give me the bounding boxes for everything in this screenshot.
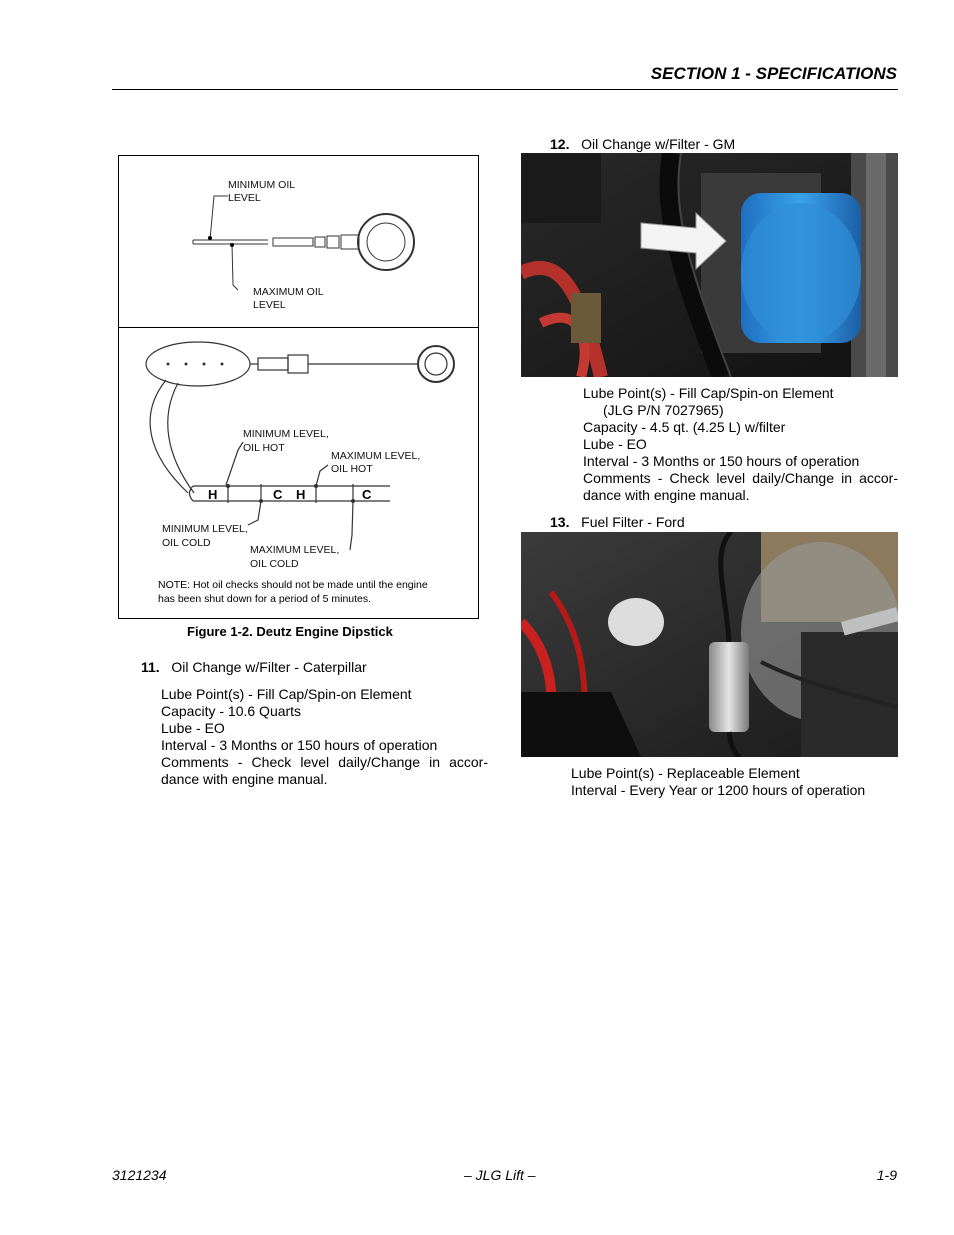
figure-divider bbox=[118, 327, 479, 328]
item-12-number: 12. bbox=[550, 136, 570, 152]
item-12-line: Lube Point(s) - Fill Cap/Spin-on Element bbox=[583, 385, 834, 401]
stick-letter-h1: H bbox=[208, 487, 217, 502]
figure-note: NOTE: Hot oil checks should not be made … bbox=[158, 579, 428, 605]
max-hot-leader bbox=[315, 464, 329, 487]
page-number: 1-9 bbox=[876, 1167, 897, 1183]
item-13-number: 13. bbox=[550, 514, 570, 530]
item-12-heading: 12. Oil Change w/Filter - GM bbox=[550, 136, 735, 153]
dipstick-ring-bottom bbox=[417, 345, 455, 383]
label-min-level-oil-cold: MINIMUM LEVEL, OIL COLD bbox=[162, 523, 248, 549]
item-12-line: (JLG P/N 7027965) bbox=[603, 402, 724, 418]
gm-oil-filter-photo bbox=[521, 153, 898, 377]
label-min-level-oil-hot: MINIMUM LEVEL, OIL HOT bbox=[243, 428, 329, 454]
min-hot-leader bbox=[225, 441, 244, 486]
min-cold-leader bbox=[247, 500, 262, 526]
item-11-line: Lube - EO bbox=[161, 720, 225, 736]
item-13-line: Lube Point(s) - Replaceable Element bbox=[571, 765, 800, 781]
item-11-heading: 11. Oil Change w/Filter - Caterpillar bbox=[141, 659, 367, 676]
item-13-details: Lube Point(s) - Replaceable Element Inte… bbox=[571, 765, 865, 799]
item-12-line: Lube - EO bbox=[583, 436, 647, 452]
item-11-line: Lube Point(s) - Fill Cap/Spin-on Element bbox=[161, 686, 412, 702]
item-13-line: Interval - Every Year or 1200 hours of o… bbox=[571, 782, 866, 798]
fuel-filter bbox=[709, 642, 749, 732]
item-11-line: Interval - 3 Months or 150 hours of oper… bbox=[161, 737, 438, 753]
stick-letter-c2: C bbox=[362, 487, 372, 502]
item-11-comments: Comments - Check level daily/Change in a… bbox=[161, 754, 488, 787]
magnifier-balloon bbox=[145, 341, 251, 387]
arrow-pointer bbox=[640, 211, 727, 271]
stick-letter-h2: H bbox=[296, 487, 305, 502]
dipstick-drawing: H C H C bbox=[145, 195, 455, 551]
balloon-leader bbox=[149, 379, 189, 494]
item-12-title: Oil Change w/Filter - GM bbox=[581, 136, 736, 152]
max-oil-leader bbox=[231, 243, 239, 291]
label-min-oil-level: MINIMUM OIL LEVEL bbox=[228, 179, 296, 204]
dipstick-sleeve bbox=[272, 237, 314, 247]
section-title: SECTION 1 - SPECIFICATIONS bbox=[650, 64, 897, 83]
item-12-line: Capacity - 4.5 qt. (4.25 L) w/filter bbox=[583, 419, 786, 435]
canister bbox=[608, 598, 664, 646]
label-max-oil-level: MAXIMUM OIL LEVEL bbox=[253, 286, 324, 311]
item-11-number: 11. bbox=[141, 659, 160, 675]
header-rule bbox=[112, 89, 898, 90]
item-12-details: Lube Point(s) - Fill Cap/Spin-on Element… bbox=[583, 385, 898, 504]
item-13-heading: 13. Fuel Filter - Ford bbox=[550, 514, 685, 531]
label-max-level-oil-hot: MAXIMUM LEVEL, OIL HOT bbox=[331, 450, 421, 475]
stick-letter-c1: C bbox=[273, 487, 283, 502]
figure-caption: Figure 1-2. Deutz Engine Dipstick bbox=[187, 624, 393, 639]
footer-publisher: – JLG Lift – bbox=[464, 1167, 536, 1183]
dipstick-detail bbox=[188, 485, 390, 502]
item-13-title: Fuel Filter - Ford bbox=[581, 514, 685, 530]
item-11-line: Capacity - 10.6 Quarts bbox=[161, 703, 302, 719]
min-oil-leader bbox=[209, 195, 228, 241]
item-11-details: Lube Point(s) - Fill Cap/Spin-on Element… bbox=[161, 686, 488, 788]
item-12-line: Interval - 3 Months or 150 hours of oper… bbox=[583, 453, 860, 469]
max-cold-leader bbox=[349, 500, 354, 551]
label-max-level-oil-cold: MAXIMUM LEVEL, OIL COLD bbox=[250, 544, 340, 570]
dipstick-figure bbox=[118, 155, 479, 619]
ford-fuel-filter-photo bbox=[521, 532, 898, 757]
item-12-comments: Comments - Check level daily/Change in a… bbox=[583, 470, 898, 503]
item-11-title: Oil Change w/Filter - Caterpillar bbox=[171, 659, 367, 675]
dipstick-ring-top bbox=[357, 213, 415, 271]
doc-number: 3121234 bbox=[112, 1167, 167, 1183]
